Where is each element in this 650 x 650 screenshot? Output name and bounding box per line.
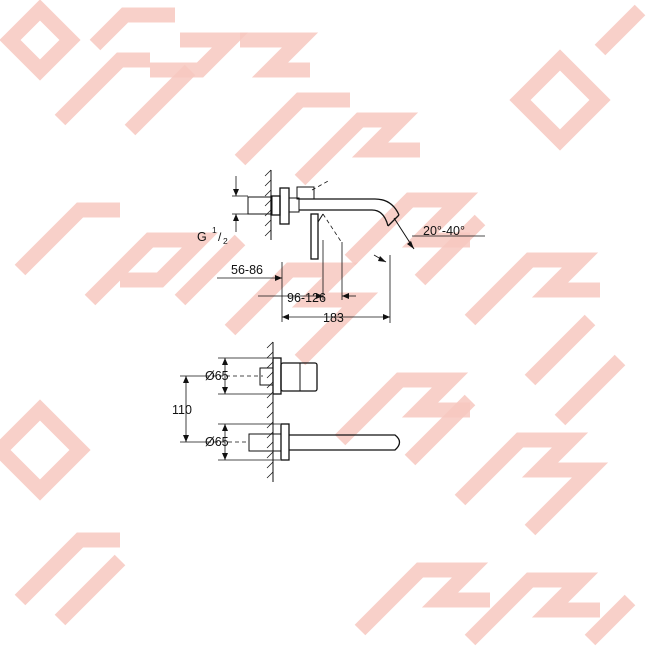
side-view [217, 169, 485, 323]
spout-angle-label: 20°-40° [423, 224, 465, 238]
thread-label: G [197, 230, 207, 244]
center-distance-label: 110 [172, 403, 192, 417]
wall-section-top [264, 169, 272, 240]
thread-numerator: 1 [212, 225, 217, 235]
wall-section-bottom [266, 341, 274, 482]
thread-slash: / [218, 230, 222, 244]
spout-length-label: 183 [323, 311, 344, 325]
wall-depth-label: 56-86 [231, 263, 263, 277]
lever-range-label: 96-126 [287, 291, 326, 305]
diameter-bottom-label: Ø65 [205, 435, 229, 449]
thread-denominator: 2 [223, 236, 228, 246]
top-view [180, 341, 401, 482]
diameter-top-label: Ø65 [205, 369, 229, 383]
